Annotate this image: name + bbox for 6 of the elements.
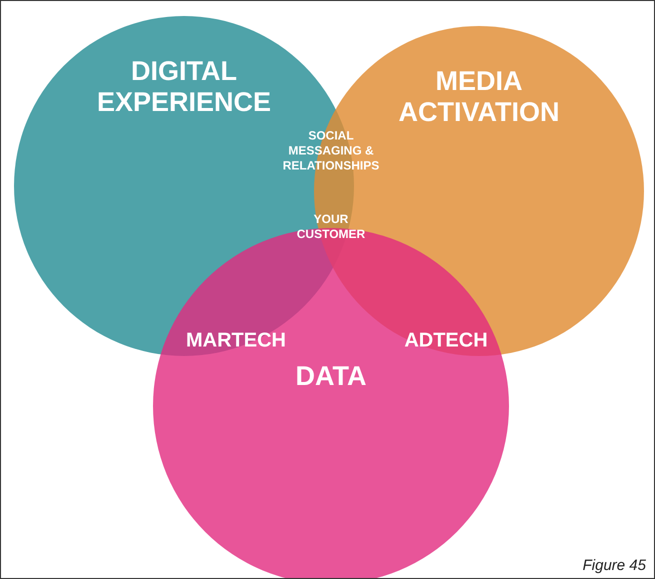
circle-label: DIGITAL EXPERIENCE (96, 56, 272, 118)
overlap-label: MARTECH (185, 330, 287, 352)
figure-caption: Figure 45 (582, 557, 646, 574)
circle-label: DATA (294, 361, 368, 392)
overlap-label: ADTECH (403, 330, 489, 352)
circle-label: MEDIA ACTIVATION (398, 66, 560, 128)
